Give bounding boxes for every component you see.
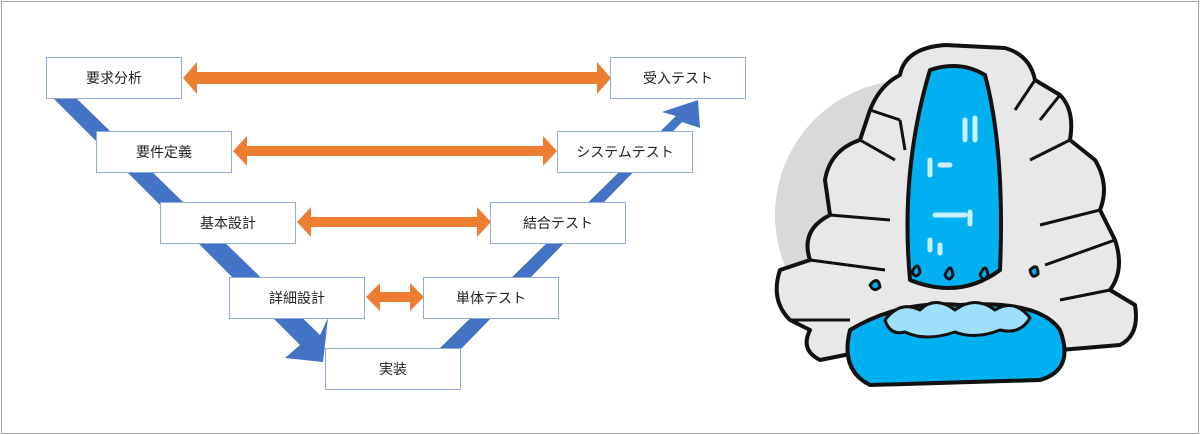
- link-arrow-requirements-acceptance: [183, 62, 611, 94]
- phase-box-unit-test: 単体テスト: [423, 277, 559, 319]
- phase-label: 結合テスト: [523, 216, 593, 232]
- waterfall-illustration: [774, 43, 1138, 387]
- phase-box-requirements-definition: 要件定義: [96, 131, 232, 173]
- phase-box-basic-design: 基本設計: [160, 202, 296, 244]
- phase-label: 要求分析: [86, 71, 142, 87]
- phase-box-system-test: システムテスト: [557, 131, 693, 173]
- phase-label: 詳細設計: [269, 291, 325, 307]
- link-arrow-detail-unit: [366, 283, 424, 311]
- phase-label: 基本設計: [200, 216, 256, 232]
- phase-box-integration-test: 結合テスト: [490, 202, 626, 244]
- phase-box-requirements-analysis: 要求分析: [46, 57, 182, 99]
- phase-label: システムテスト: [576, 145, 674, 161]
- phase-label: 単体テスト: [456, 291, 526, 307]
- phase-box-acceptance-test: 受入テスト: [610, 57, 746, 99]
- phase-label: 受入テスト: [643, 71, 713, 87]
- phase-label: 実装: [379, 362, 407, 378]
- link-arrow-basic-integration: [297, 207, 491, 237]
- link-arrow-definition-system: [233, 136, 557, 166]
- phase-label: 要件定義: [136, 145, 192, 161]
- phase-box-implementation: 実装: [325, 348, 461, 390]
- phase-box-detailed-design: 詳細設計: [229, 277, 365, 319]
